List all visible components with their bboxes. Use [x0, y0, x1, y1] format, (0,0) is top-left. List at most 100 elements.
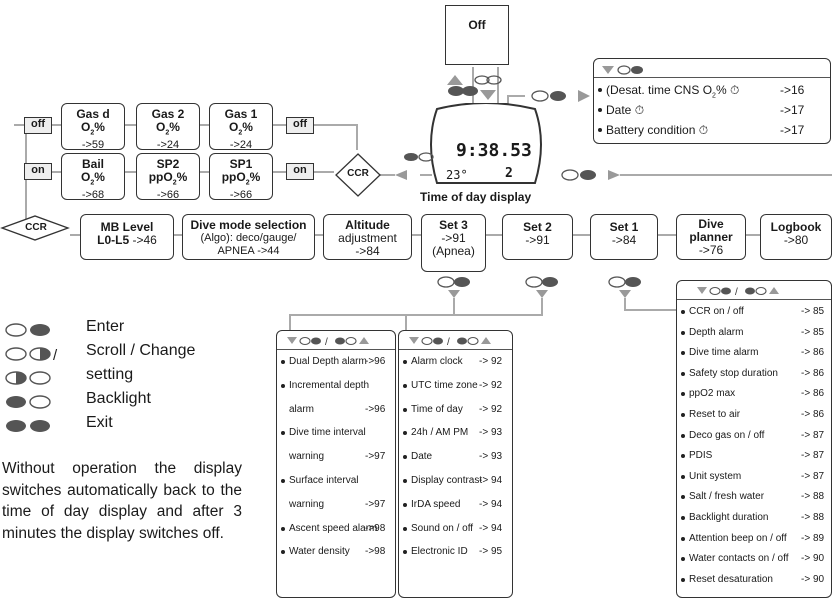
timeout-note: Without operation the display switches a…	[2, 460, 242, 542]
off-toggle-right[interactable]: off	[286, 117, 314, 134]
list-item-ref: -> 89	[801, 532, 825, 544]
sp1-box[interactable]: SP1 ppO2% ->66	[209, 153, 273, 201]
setting-icon	[5, 371, 51, 385]
dive-mode-box[interactable]: Dive mode selection (Algo): deco/gauge/ …	[182, 214, 315, 260]
list-item: Safety stop duration-> 86	[677, 365, 831, 383]
date-ref: ->17	[780, 103, 805, 117]
set3-box[interactable]: Set 3 ->91 (Apnea)	[421, 214, 486, 272]
list-item: Dive time interval	[277, 424, 395, 442]
list-item: Date-> 93	[399, 448, 512, 466]
dive-planner-box[interactable]: Dive planner ->76	[676, 214, 746, 260]
list-item: Dive time alarm-> 86	[677, 344, 831, 362]
bullet-icon	[403, 479, 407, 483]
list-item: CCR on / off-> 85	[677, 303, 831, 321]
list-item: Salt / fresh water -> 88	[677, 488, 831, 506]
list-item-label: PDIS	[689, 450, 713, 462]
bullet-icon	[403, 550, 407, 555]
list-item: Electronic ID-> 95	[399, 543, 512, 561]
list-item-ref: -> 94	[479, 522, 503, 534]
list-item-ref: -> 86	[801, 409, 825, 420]
list-item-ref: ->97	[365, 451, 386, 463]
bullet-icon	[281, 550, 285, 555]
list-item-label: Backlight duration	[689, 512, 769, 523]
ccr-diamond-right	[335, 153, 381, 197]
list-item-label: Salt / fresh water	[689, 491, 765, 503]
watch-depth: 2	[505, 166, 513, 181]
gas-2-box[interactable]: Gas 2 O2% ->24	[136, 103, 200, 151]
list-item-label: UTC time zone	[411, 379, 478, 391]
enter-scroll-icon	[531, 90, 566, 102]
set2-box[interactable]: Set 2 ->91	[502, 214, 573, 260]
list-item: Dual Depth alarm->96	[277, 353, 395, 371]
list-item-label: CCR on / off	[689, 306, 744, 317]
list-item-label: warning	[289, 498, 325, 510]
list-item-label: IrDA speed	[411, 498, 461, 510]
down-enter-icon	[602, 65, 643, 75]
bail-box[interactable]: Bail O2% ->68	[61, 153, 125, 201]
list-item-ref: -> 87	[801, 450, 825, 462]
list-item-ref: -> 86	[801, 388, 825, 400]
list-item: Incremental depth	[277, 377, 395, 395]
bullet-icon	[681, 495, 685, 500]
exit-icon	[6, 420, 50, 432]
enter-icon	[5, 323, 50, 337]
mb-level-box[interactable]: MB Level L0-L5 ->46	[80, 214, 174, 260]
off-toggle-left[interactable]: off	[24, 117, 52, 134]
watch-time: 9:38.53	[456, 140, 532, 161]
bullet-icon	[281, 360, 285, 364]
bullet-icon	[681, 310, 685, 314]
list-item: Water density->98	[277, 543, 395, 561]
list-item: alarm->96	[277, 401, 395, 419]
set3-enter-icon	[437, 276, 470, 298]
on-toggle-left[interactable]: on	[24, 163, 52, 180]
list-item-ref: -> 87	[801, 429, 825, 441]
bullet-icon	[403, 502, 407, 507]
list-item-label: Dive time interval	[289, 427, 366, 439]
list-item-label: Reset to air	[689, 409, 741, 420]
list-item-label: Deco gas on / off	[689, 429, 765, 441]
logbook-box[interactable]: Logbook ->80	[760, 214, 832, 260]
list-item: warning->97	[277, 448, 395, 466]
gas-d-box[interactable]: Gas d O2% ->59	[61, 103, 125, 151]
ccr-diamond-left	[0, 215, 70, 241]
list-item-label: Time of day	[411, 403, 463, 415]
list-item-ref: -> 85	[801, 326, 825, 338]
panel-nav-icons: /	[697, 286, 779, 298]
list-item: Time of day -> 92	[399, 401, 512, 419]
list-item-label: Dual Depth alarm	[289, 356, 367, 367]
bullet-icon	[681, 516, 685, 520]
bullet-icon	[681, 577, 685, 582]
scroll-button-icon	[404, 152, 434, 162]
list-item: Surface interval	[277, 472, 395, 490]
ccr-label-right: CCR	[347, 168, 369, 179]
off-label: Off	[468, 18, 486, 32]
list-item: UTC time zone-> 92	[399, 377, 512, 395]
svg-text:/: /	[53, 347, 58, 362]
gas-1-box[interactable]: Gas 1 O2% ->24	[209, 103, 273, 151]
list-item-ref: -> 88	[801, 491, 825, 503]
altitude-box[interactable]: Altitude adjustment ->84	[323, 214, 412, 260]
bullet-icon	[403, 455, 407, 460]
list-item-ref: -> 92	[479, 403, 503, 415]
list-item-label: Ascent speed alarm	[289, 522, 378, 534]
bullet-icon	[281, 526, 285, 531]
list-item: Reset desaturation-> 90	[677, 571, 831, 589]
list-item: Deco gas on / off -> 87	[677, 427, 831, 445]
watch-display	[430, 103, 542, 184]
list-item-ref: ->96	[365, 403, 386, 415]
list-item: warning->97	[277, 496, 395, 514]
list-item: Backlight duration-> 88	[677, 509, 831, 527]
list-item: Water contacts on / off-> 90	[677, 550, 831, 568]
set1-box[interactable]: Set 1 ->84	[590, 214, 658, 260]
list-item-ref: -> 86	[801, 347, 825, 359]
bullet-icon	[681, 371, 685, 376]
list-item-label: Sound on / off	[411, 522, 474, 534]
list-item: ppO2 max-> 86	[677, 385, 831, 403]
bullet-icon	[403, 431, 407, 436]
on-toggle-right[interactable]: on	[286, 163, 314, 180]
bullet-icon	[281, 479, 285, 483]
sp2-box[interactable]: SP2 ppO2% ->66	[136, 153, 200, 201]
list-item-label: Water contacts on / off	[689, 553, 789, 565]
